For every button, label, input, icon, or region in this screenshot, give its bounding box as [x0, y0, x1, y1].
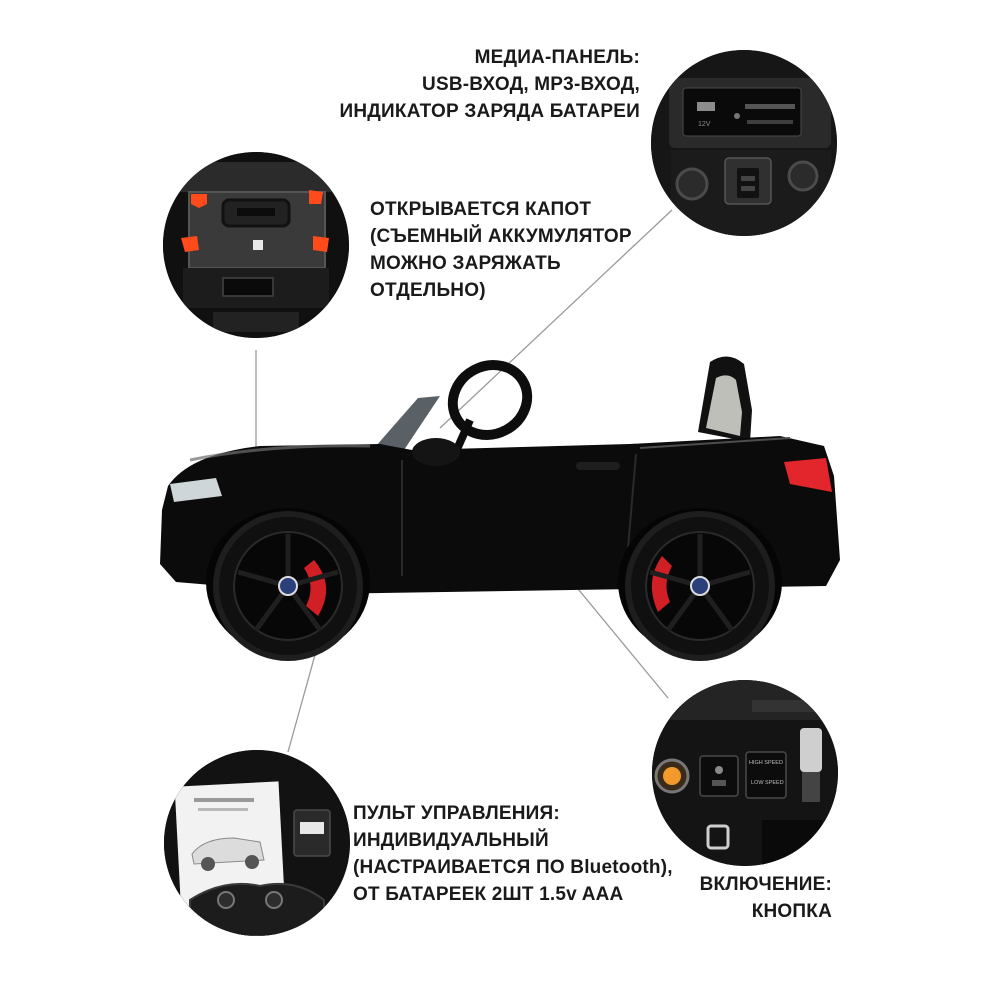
clip-icon-1 — [191, 194, 207, 208]
clip-icon-4 — [313, 236, 329, 252]
hood-label: ОТКРЫВАЕТСЯ КАПОТ (СЪЕМНЫЙ АККУМУЛЯТОР М… — [370, 196, 670, 304]
media-panel-line-3: ИНДИКАТОР ЗАРЯДА БАТАРЕИ — [339, 101, 640, 122]
power-line-1: ВКЛЮЧЕНИЕ: — [699, 874, 832, 895]
right-knob-icon — [787, 160, 819, 192]
hood-line-1: ОТКРЫВАЕТСЯ КАПОТ — [370, 199, 592, 220]
media-panel-photo: 12V — [651, 50, 837, 236]
clip-icon-3 — [181, 236, 199, 252]
usb-voltage-text: 12V — [698, 121, 711, 128]
battery-compartment-photo — [163, 152, 349, 338]
headlight-icon — [170, 478, 222, 502]
hood-line-2: (СЪЕМНЫЙ АККУМУЛЯТОР — [370, 226, 632, 247]
hood-line-3: МОЖНО ЗАРЯЖАТЬ — [370, 253, 561, 274]
left-knob-icon — [675, 167, 709, 201]
front-wheel-icon — [213, 511, 363, 661]
speed-low-text: LOW SPEED — [751, 780, 784, 786]
media-panel-label: МЕДИА-ПАНЕЛЬ: USB-ВХОД, МР3-ВХОД, ИНДИКА… — [330, 44, 640, 125]
clip-icon-2 — [309, 190, 323, 204]
leader-line-media — [439, 209, 673, 429]
power-label: ВКЛЮЧЕНИЕ: КНОПКА — [680, 871, 832, 925]
power-line-2: КНОПКА — [751, 901, 832, 922]
speed-high-text: HIGH SPEED — [749, 760, 783, 766]
media-panel-line-1: МЕДИА-ПАНЕЛЬ: — [474, 47, 640, 68]
side-mirror-icon — [412, 438, 460, 466]
ride-on-car-photo — [160, 356, 840, 661]
remote-control-photo — [164, 750, 350, 936]
remote-line-4: ОТ БАТАРЕЕК 2ШТ 1.5v AAA — [353, 884, 624, 905]
speed-switch-icon — [745, 751, 787, 799]
taillight-icon — [784, 458, 832, 492]
remote-line-3: (НАСТРАИВАЕТСЯ ПО Bluetooth), — [353, 857, 673, 878]
remote-line-1: ПУЛЬТ УПРАВЛЕНИЯ: — [353, 803, 560, 824]
media-panel-line-2: USB-ВХОД, МР3-ВХОД, — [422, 74, 640, 95]
rear-wheel-icon — [625, 511, 775, 661]
light-switch-icon — [699, 755, 739, 797]
steering-wheel-icon — [447, 360, 533, 440]
remote-line-2: ИНДИВИДУАЛЬНЫЙ — [353, 830, 549, 851]
remote-label: ПУЛЬТ УПРАВЛЕНИЯ: ИНДИВИДУАЛЬНЫЙ (НАСТРА… — [353, 800, 683, 908]
hood-line-4: ОТДЕЛЬНО) — [370, 280, 486, 301]
power-button-photo: HIGH SPEED LOW SPEED — [652, 680, 838, 866]
